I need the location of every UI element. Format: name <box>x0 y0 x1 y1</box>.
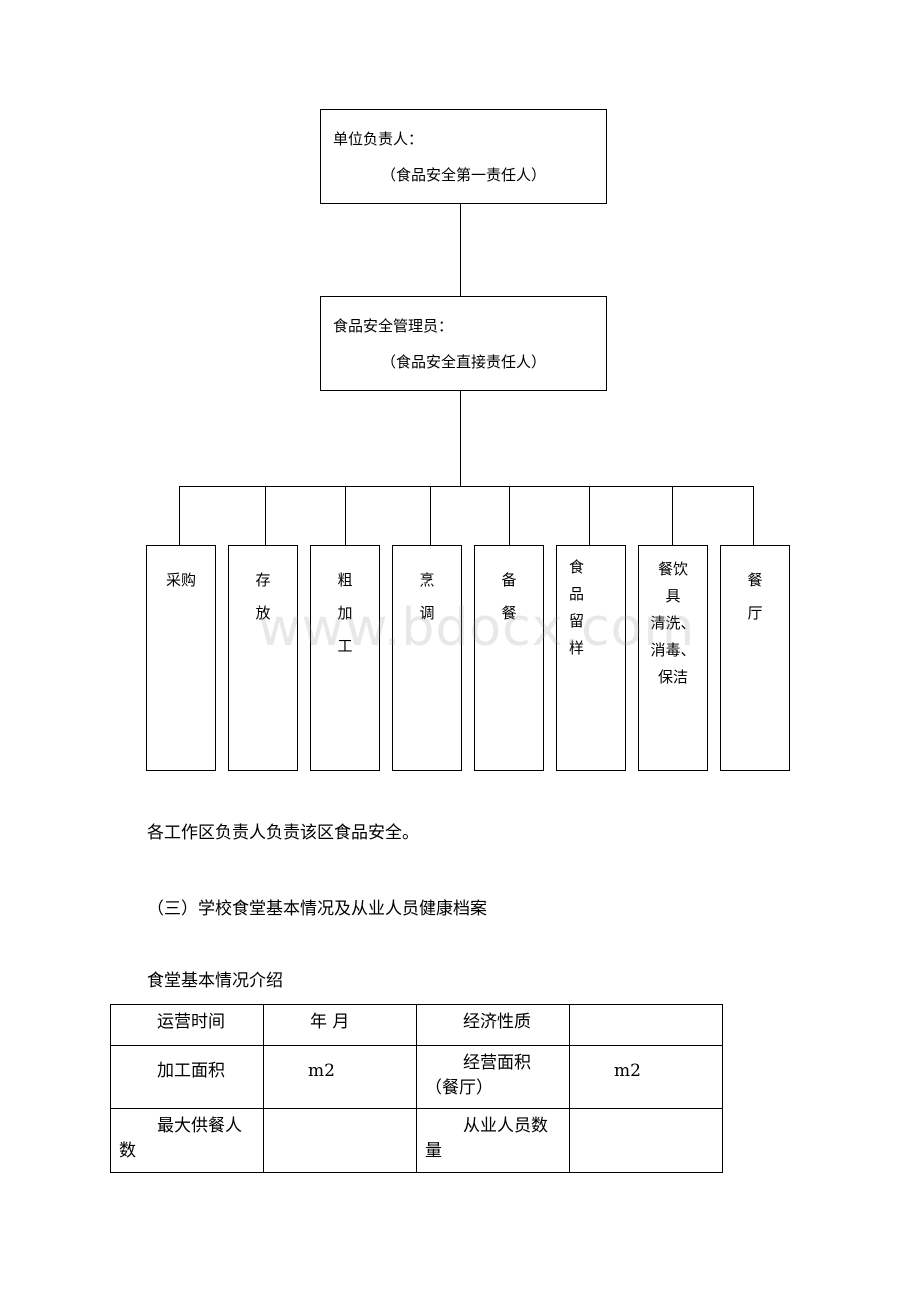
dept-label: 采购 <box>165 571 196 589</box>
section-heading: （三）学校食堂基本情况及从业人员健康档案 <box>147 899 487 919</box>
responsibility-text: 各工作区负责人负责该区食品安全。 <box>147 823 419 843</box>
org-box-subtitle: （食品安全直接责任人） <box>381 353 547 371</box>
org-box-tableware-cleaning: 餐饮 具 清洗、 消毒、 保洁 <box>638 545 708 771</box>
org-box-meal-prep: 备 餐 <box>474 545 544 771</box>
connector-drop <box>589 486 590 545</box>
table-cell <box>569 1004 723 1046</box>
connector-drop <box>509 486 510 545</box>
dept-label: 餐 厅 <box>747 571 763 622</box>
connector-drop <box>430 486 431 545</box>
table-row: 运营时间 年 月 经济性质 <box>110 1004 723 1046</box>
connector-drop <box>265 486 266 545</box>
dept-label: 粗 加 工 <box>337 571 353 655</box>
org-box-title: 单位负责人： <box>333 130 424 148</box>
org-box-storage: 存 放 <box>228 545 298 771</box>
table-cell: 年 月 <box>263 1004 417 1046</box>
org-box-dining-hall: 餐 厅 <box>720 545 790 771</box>
table-cell: 运营时间 <box>110 1004 264 1046</box>
table-row: 加工面积 m2 经营面积（餐厅） m2 <box>110 1045 723 1109</box>
org-box-cooking: 烹 调 <box>392 545 462 771</box>
canteen-info-table: 运营时间 年 月 经济性质 加工面积 m2 经营面积（餐厅） m2 最大供餐人数… <box>110 1004 723 1173</box>
table-cell: m2 <box>569 1045 723 1109</box>
connector-bus <box>179 486 754 487</box>
org-box-title: 食品安全管理员： <box>333 317 454 335</box>
org-box-unit-head: 单位负责人： （食品安全第一责任人） <box>320 109 607 204</box>
org-box-safety-manager: 食品安全管理员： （食品安全直接责任人） <box>320 296 607 391</box>
table-cell: 经济性质 <box>416 1004 570 1046</box>
dept-label: 餐饮 具 清洗、 消毒、 保洁 <box>650 560 696 686</box>
watermark: www.bdocx.com <box>258 598 696 658</box>
org-box-rough-processing: 粗 加 工 <box>310 545 380 771</box>
connector-drop <box>179 486 180 545</box>
table-cell: 经营面积（餐厅） <box>416 1045 570 1109</box>
dept-label: 烹 调 <box>419 571 435 622</box>
table-cell: m2 <box>263 1045 417 1109</box>
connector-drop <box>672 486 673 545</box>
dept-label: 备 餐 <box>501 571 517 622</box>
table-cell: 从业人员数量 <box>416 1108 570 1173</box>
table-cell <box>263 1108 417 1173</box>
connector-line <box>460 391 461 486</box>
org-box-subtitle: （食品安全第一责任人） <box>381 166 547 184</box>
table-row: 最大供餐人数 从业人员数量 <box>110 1108 723 1173</box>
table-cell: 最大供餐人数 <box>110 1108 264 1173</box>
dept-label: 存 放 <box>255 571 271 622</box>
org-box-purchasing: 采购 <box>146 545 216 771</box>
table-cell <box>569 1108 723 1173</box>
connector-line <box>460 204 461 296</box>
connector-drop <box>345 486 346 545</box>
table-caption: 食堂基本情况介绍 <box>147 971 283 991</box>
connector-drop <box>753 486 754 545</box>
org-box-food-sampling: 食 品 留 样 <box>556 545 626 771</box>
table-cell: 加工面积 <box>110 1045 264 1109</box>
dept-label: 食 品 留 样 <box>569 558 585 657</box>
